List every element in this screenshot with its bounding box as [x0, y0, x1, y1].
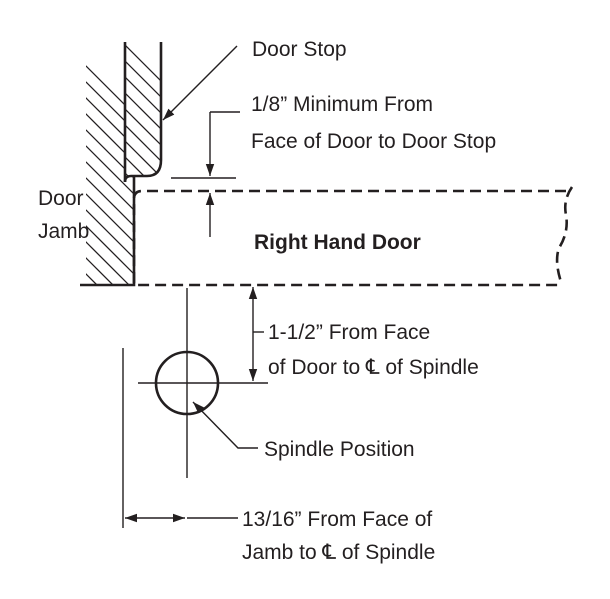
spindle-depth-dimension: [248, 287, 264, 381]
door-stop-leader: [162, 45, 238, 121]
spindle-offset-label-line2: of Door to ℄ of Spindle: [268, 356, 479, 379]
door-outline: [132, 189, 566, 287]
right-hand-door-label: Right Hand Door: [254, 231, 421, 254]
jamb-offset-label-line2: Jamb to ℄ of Spindle: [242, 541, 435, 564]
spindle-offset-label-line1: 1-1/2” From Face: [268, 321, 430, 344]
door-jamb-label-line2: Jamb: [38, 220, 89, 243]
jamb-offset-label-line1: 13/16” From Face of: [242, 508, 432, 531]
spindle-position-label: Spindle Position: [264, 438, 415, 461]
jamb-offset-dimension: [122, 348, 238, 528]
door-jamb-hatching: [86, 42, 134, 285]
spindle-position-leader: [192, 401, 258, 449]
clearance-dimension: [171, 111, 240, 237]
min-clearance-label-line1: 1/8” Minimum From: [251, 93, 433, 116]
right-hand-door: [132, 186, 574, 287]
min-clearance-label-line2: Face of Door to Door Stop: [251, 130, 496, 153]
spindle: [138, 288, 268, 478]
door-jamb-label-line1: Door: [38, 187, 84, 210]
door-stop-hatching: [125, 42, 161, 176]
door-stop-outline: [123, 42, 163, 183]
door-break-line: [555, 186, 574, 286]
door-stop-label: Door Stop: [252, 38, 347, 61]
door-stop: [123, 42, 163, 183]
